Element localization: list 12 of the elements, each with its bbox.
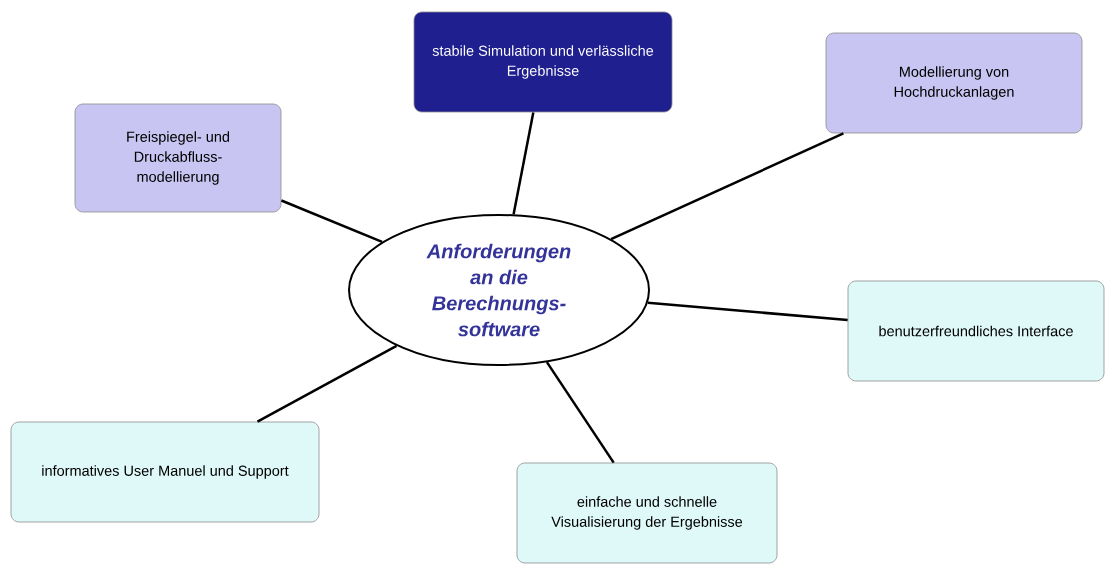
connector-line	[545, 361, 615, 464]
connector-line	[610, 132, 844, 241]
topic-box: einfache und schnelle Visualisierung der Ergebnisse	[516, 462, 778, 564]
topic-box: informatives User Manuel und Support	[10, 421, 320, 523]
connector-line	[256, 344, 398, 423]
topic-box: stabile Simulation und verlässliche Ergebnisse	[413, 11, 673, 113]
topic-box: benutzerfreundliches Interface	[847, 280, 1105, 382]
topic-box: Freispiegel- und Druckabfluss- modellierung	[74, 103, 282, 213]
connector-line	[647, 301, 848, 322]
connector-line	[280, 199, 383, 244]
connector-line	[512, 112, 535, 215]
topic-box: Modellierung von Hochdruckanlagen	[825, 32, 1083, 134]
